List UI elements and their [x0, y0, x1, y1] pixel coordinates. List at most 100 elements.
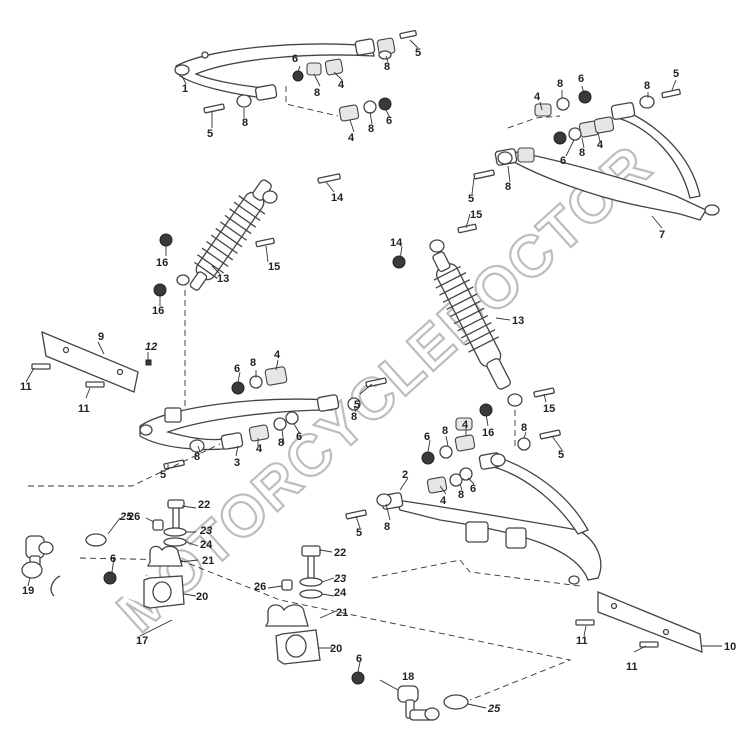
- label-21: 21: [202, 555, 214, 567]
- label-26: 26: [128, 511, 140, 523]
- label-3: 3: [234, 457, 240, 469]
- label-8: 8: [579, 147, 585, 159]
- label-23: 23: [199, 525, 212, 537]
- label-14: 14: [390, 237, 403, 249]
- label-15: 15: [268, 261, 280, 273]
- label-8: 8: [557, 78, 563, 90]
- label-5: 5: [468, 193, 474, 205]
- label-25: 25: [119, 511, 133, 523]
- label-1: 1: [182, 83, 188, 95]
- label-4: 4: [597, 139, 604, 151]
- label-5: 5: [207, 128, 213, 140]
- label-8: 8: [368, 123, 374, 135]
- label-8: 8: [521, 422, 527, 434]
- stabilizer-link-right: [397, 685, 440, 721]
- lower-a-arm-right: [380, 452, 602, 585]
- label-5: 5: [558, 449, 564, 461]
- label-11: 11: [20, 381, 32, 393]
- label-8: 8: [250, 357, 256, 369]
- label-11: 11: [78, 403, 90, 415]
- label-18: 18: [402, 671, 414, 683]
- label-2: 2: [402, 469, 408, 481]
- label-11: 11: [576, 635, 588, 647]
- label-6: 6: [234, 363, 240, 375]
- label-20: 20: [196, 591, 208, 603]
- label-10: 10: [724, 641, 736, 653]
- label-19: 19: [22, 585, 34, 597]
- part-labels: 5 8 6 8 4 1 5 8 4 8 6 4 8 6 8 5 4 8 6 8 …: [20, 47, 736, 715]
- label-5: 5: [356, 527, 362, 539]
- label-6: 6: [578, 73, 584, 85]
- bushing-group-mid-left: [163, 366, 387, 470]
- label-7: 7: [659, 229, 665, 241]
- label-11: 11: [626, 661, 638, 673]
- stabilizer-link-left: [21, 535, 54, 579]
- label-4: 4: [274, 349, 281, 361]
- label-21: 21: [336, 607, 348, 619]
- lower-a-arm-left: [139, 394, 340, 451]
- label-22: 22: [198, 499, 210, 511]
- label-25: 25: [487, 703, 501, 715]
- label-15: 15: [470, 209, 482, 221]
- label-4: 4: [440, 495, 447, 507]
- label-6: 6: [470, 483, 476, 495]
- label-15: 15: [543, 403, 555, 415]
- label-12: 12: [145, 341, 157, 353]
- label-4: 4: [462, 419, 469, 431]
- label-8: 8: [458, 489, 464, 501]
- label-5: 5: [160, 469, 166, 481]
- label-22: 22: [334, 547, 346, 559]
- upper-a-arm-left: [174, 38, 376, 101]
- label-5: 5: [354, 399, 360, 411]
- label-6: 6: [292, 53, 298, 65]
- label-16: 16: [152, 305, 164, 317]
- label-8: 8: [505, 181, 511, 193]
- label-6: 6: [560, 155, 566, 167]
- label-5: 5: [415, 47, 421, 59]
- label-8: 8: [314, 87, 320, 99]
- label-6: 6: [386, 115, 392, 127]
- label-20: 20: [330, 643, 342, 655]
- label-23: 23: [333, 573, 346, 585]
- label-8: 8: [644, 80, 650, 92]
- label-8: 8: [278, 437, 284, 449]
- label-4: 4: [348, 132, 355, 144]
- shock-absorber-left: [176, 179, 278, 291]
- label-8: 8: [384, 521, 390, 533]
- bracket-group-right: [264, 545, 323, 665]
- leader-lines: [25, 39, 722, 709]
- label-16: 16: [482, 427, 494, 439]
- label-6: 6: [110, 553, 116, 565]
- label-13: 13: [217, 273, 229, 285]
- label-4: 4: [256, 443, 263, 455]
- label-24: 24: [334, 587, 347, 599]
- upper-a-arm-right: [494, 102, 720, 221]
- label-4: 4: [338, 79, 345, 91]
- label-17: 17: [136, 635, 148, 647]
- label-4: 4: [534, 91, 541, 103]
- label-26: 26: [254, 581, 266, 593]
- bushing-group-top-left: [203, 29, 417, 122]
- bushing-group-mid-right: [345, 417, 561, 520]
- label-8: 8: [194, 451, 200, 463]
- label-13: 13: [512, 315, 524, 327]
- label-6: 6: [296, 431, 302, 443]
- label-16: 16: [156, 257, 168, 269]
- label-5: 5: [673, 68, 679, 80]
- label-8: 8: [442, 425, 448, 437]
- skid-plate-left: [41, 330, 139, 393]
- bracket-group-left: [143, 499, 187, 609]
- label-14: 14: [331, 192, 344, 204]
- shock-absorber-right: [429, 239, 523, 407]
- label-8: 8: [384, 61, 390, 73]
- skid-plate-right: [597, 591, 703, 653]
- label-9: 9: [98, 331, 104, 343]
- label-6: 6: [424, 431, 430, 443]
- label-6: 6: [356, 653, 362, 665]
- bushing-group-top-right: [473, 88, 681, 180]
- label-8: 8: [242, 117, 248, 129]
- label-24: 24: [200, 539, 213, 551]
- label-8: 8: [351, 411, 357, 423]
